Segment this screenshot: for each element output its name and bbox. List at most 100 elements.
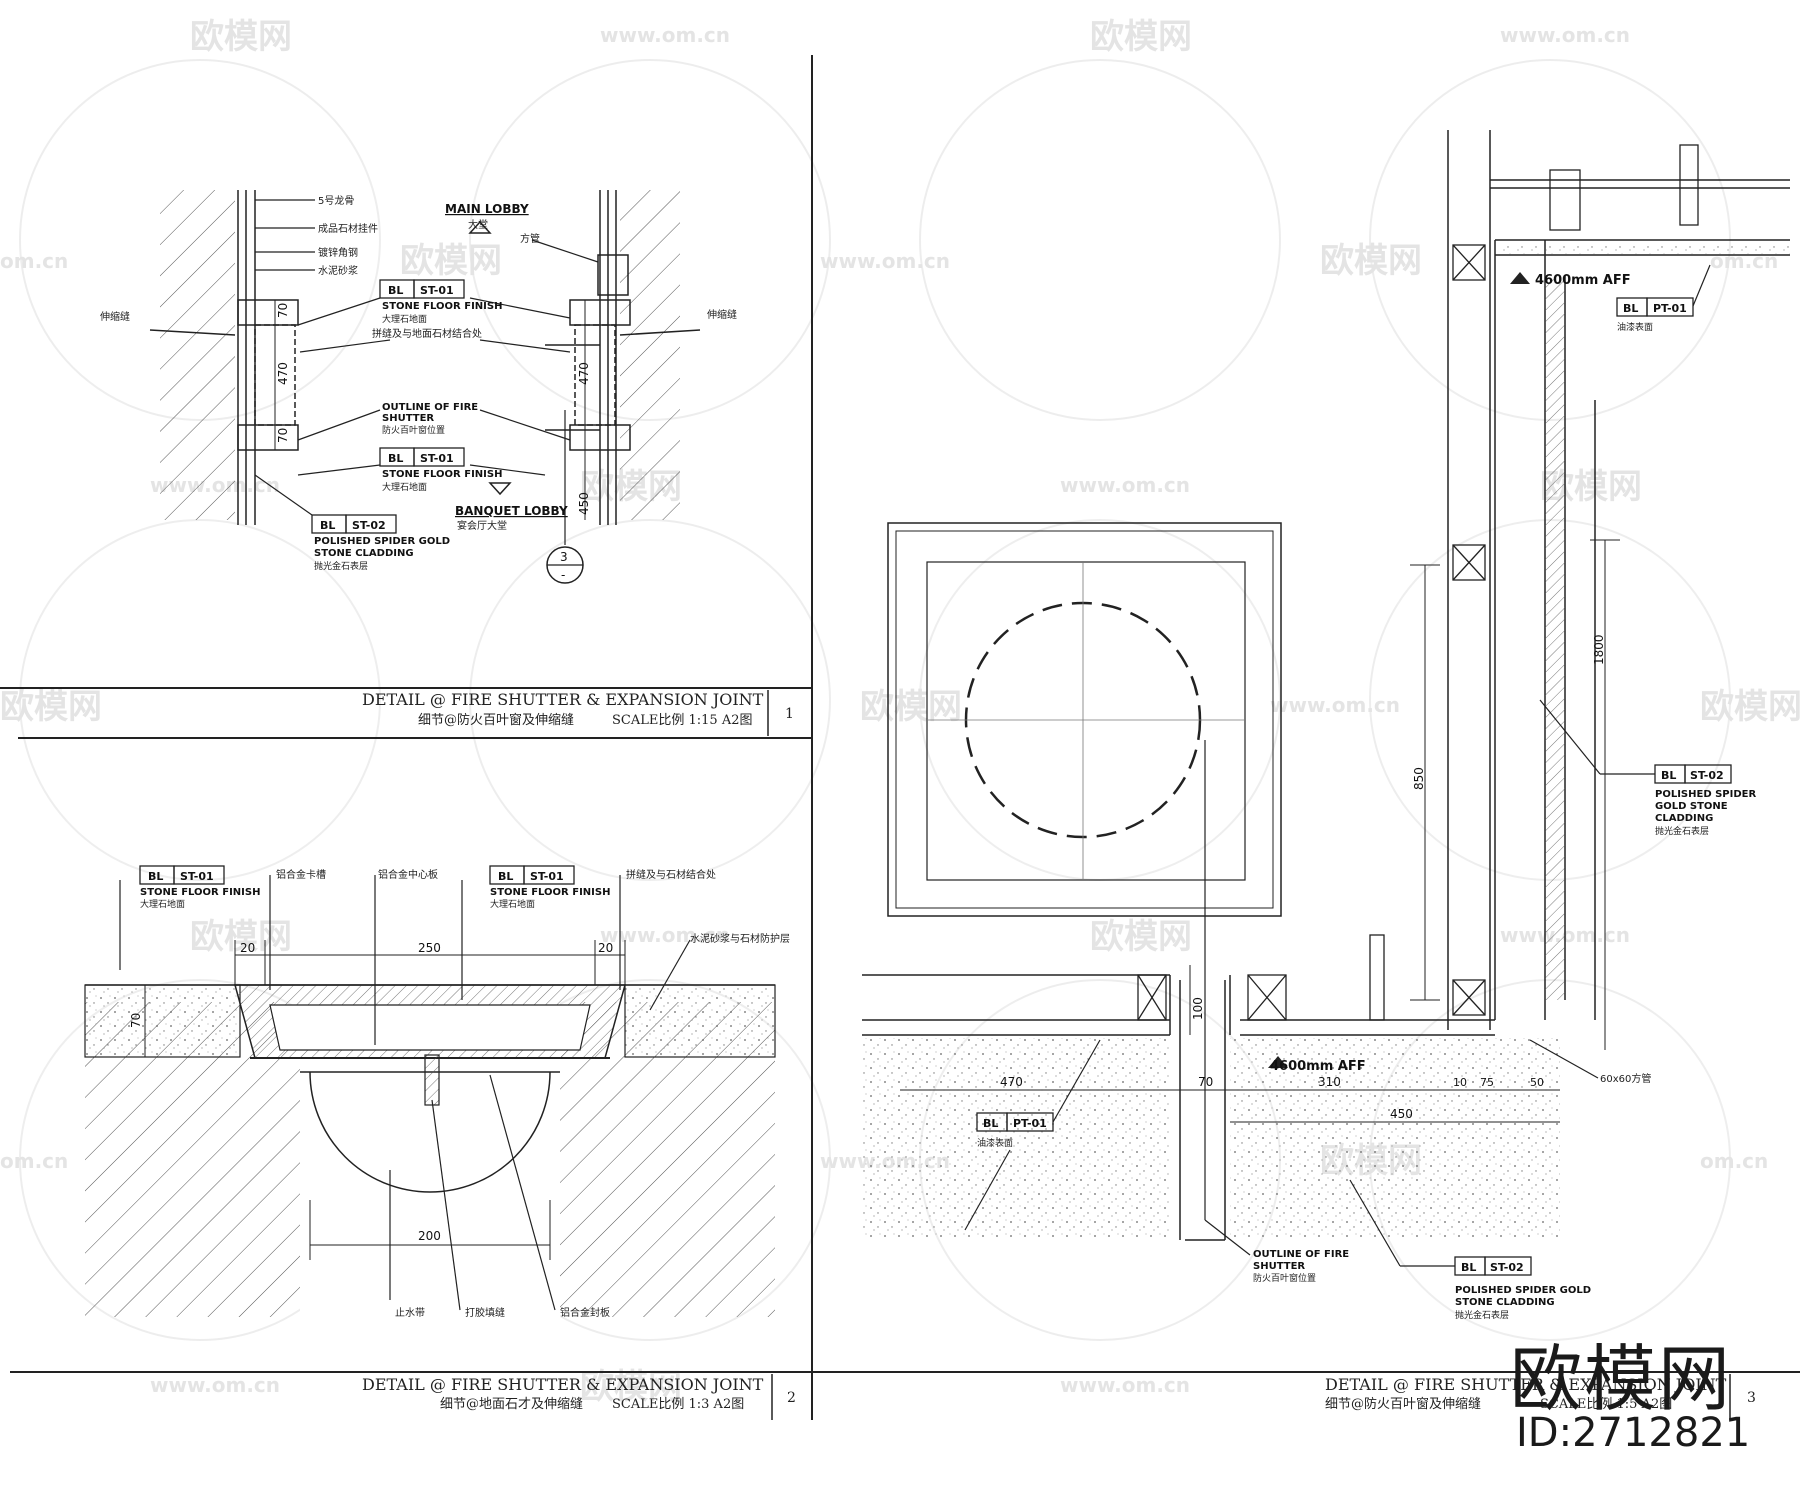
- outline-label: OUTLINE OF FIRE: [1253, 1249, 1349, 1260]
- screed-left: [84, 984, 241, 1058]
- detail-title-en: DETAIL @ FIRE SHUTTER & EXPANSION JOINT: [1325, 1375, 1727, 1394]
- tag-prefix: BL: [1623, 302, 1638, 315]
- leader: [1349, 1179, 1401, 1267]
- leader: [1692, 264, 1711, 307]
- tag-label: STONE CLADDING: [1455, 1297, 1555, 1308]
- note-left: 成品石材挂件: [318, 222, 378, 235]
- detail-title-cn: 细节@防火百叶窗及伸缩缝: [418, 712, 574, 728]
- outline-label: SHUTTER: [382, 413, 434, 424]
- tag-box: [1684, 764, 1732, 784]
- tag-label-cn: 大理石地面: [382, 313, 427, 325]
- watermark-url: www.om.cn: [1500, 23, 1630, 47]
- detail-scale: SCALE比例 1:15 A2图: [612, 713, 752, 728]
- watermark-url: www.om.cn: [150, 1373, 280, 1397]
- tag-label: POLISHED SPIDER: [1655, 789, 1756, 800]
- watermark-brand: 欧模网: [580, 1367, 682, 1407]
- watermark-url: www.om.cn: [1060, 1373, 1190, 1397]
- note-top: 水泥砂浆与石材防护层: [690, 932, 790, 945]
- dim-text: 310: [1318, 1075, 1341, 1089]
- tag-box: [523, 865, 575, 885]
- watermark-url: www.om.cn: [820, 249, 950, 273]
- dim-text: 100: [1191, 997, 1205, 1020]
- detail-number: 1: [785, 706, 794, 722]
- detail1-dimension-lines: [274, 300, 586, 520]
- dim-text: 70: [276, 428, 290, 443]
- watermark-url-short: om.cn: [0, 1149, 68, 1173]
- tag-prefix: BL: [498, 870, 513, 883]
- note-left: 5号龙骨: [318, 194, 354, 207]
- note-left: 水泥砂浆: [318, 264, 358, 277]
- detail-scale: SCALE比例 1:5 A2图: [1540, 1397, 1672, 1412]
- slab-right: [1230, 1038, 1560, 1238]
- note-top: 铝合金卡槽: [276, 868, 326, 881]
- title-block-2: DETAIL @ FIRE SHUTTER & EXPANSION JOINT …: [362, 1374, 796, 1420]
- shutter-drum-box: [926, 561, 1246, 881]
- detail2-dimension-lines: [144, 940, 626, 1260]
- tag-label-cn: 大理石地面: [140, 898, 185, 910]
- tag-code: PT-01: [1013, 1117, 1047, 1130]
- dim-text: 850: [1412, 767, 1426, 790]
- tag-label-cn: 抛光金石表层: [1455, 1309, 1509, 1321]
- tag-code: ST-02: [1690, 769, 1724, 782]
- tag-code: PT-01: [1653, 302, 1687, 315]
- watermark-brand: 欧模网: [1700, 687, 1800, 727]
- tag-prefix: BL: [983, 1117, 998, 1130]
- tag-code: ST-01: [180, 870, 214, 883]
- dim-text: 20: [240, 941, 255, 955]
- detail3-floor: [862, 974, 1231, 1241]
- leader: [1539, 699, 1601, 775]
- watermark-brand: 欧模网: [860, 687, 962, 727]
- note-left: 镀锌角钢: [318, 246, 358, 259]
- watermark-url-short: om.cn: [1700, 1149, 1768, 1173]
- watermark-brand: 欧模网: [190, 917, 292, 957]
- watermark-brand: 欧模网: [1090, 17, 1192, 57]
- watermark-brand: 欧模网: [190, 17, 292, 57]
- tag-label: STONE FLOOR FINISH: [382, 301, 502, 312]
- tag-label: STONE CLADDING: [314, 548, 414, 559]
- shutter-housing-outer: [887, 522, 1282, 917]
- title-block-1: DETAIL @ FIRE SHUTTER & EXPANSION JOINT …: [362, 690, 794, 736]
- tag-box: [413, 447, 465, 467]
- leader: [1529, 1039, 1599, 1079]
- watermark-brand: 欧模网: [0, 687, 102, 727]
- tag-label: CLADDING: [1655, 813, 1713, 824]
- dim-text: 75: [1480, 1076, 1494, 1089]
- detail2-leaders: [119, 875, 691, 1311]
- tag-label-cn: 大理石地面: [490, 898, 535, 910]
- brand-id: ID:2712821: [1516, 1410, 1751, 1456]
- watermark-url: www.om.cn: [1060, 473, 1190, 497]
- watermark-url: www.om.cn: [600, 923, 730, 947]
- arrow-down-icon: [488, 482, 512, 496]
- detail-title-en: DETAIL @ FIRE SHUTTER & EXPANSION JOINT: [362, 690, 764, 709]
- detail-scale: SCALE比例 1:3 A2图: [612, 1397, 744, 1412]
- tag-prefix: BL: [1461, 1261, 1476, 1274]
- dim-text: 200: [418, 1229, 441, 1243]
- masonry-hatch-left: [160, 190, 235, 520]
- dim-text: 50: [1530, 1076, 1544, 1089]
- dim-text: 470: [577, 362, 591, 385]
- tag-box: [1646, 297, 1694, 317]
- dim-text: 20: [598, 941, 613, 955]
- arrow-up-icon: [468, 220, 492, 234]
- tag-prefix: BL: [320, 519, 335, 532]
- tag-code: ST-02: [1490, 1261, 1524, 1274]
- outline-label: OUTLINE OF FIRE: [382, 402, 478, 413]
- leader: [1052, 1039, 1101, 1123]
- ceiling-screed: [1500, 245, 1790, 255]
- watermark-url: www.om.cn: [600, 23, 730, 47]
- joint-cover-plate: [269, 1004, 591, 1051]
- level-marker-icon: [1510, 272, 1530, 284]
- tag-box: [345, 514, 397, 534]
- tag-box: [173, 865, 225, 885]
- tag-label: GOLD STONE: [1655, 801, 1728, 812]
- main-lobby-label-cn: 大堂: [468, 218, 488, 231]
- tag-prefix: BL: [148, 870, 163, 883]
- tag-code: ST-02: [352, 519, 386, 532]
- water-stop-semicircle: [309, 1071, 551, 1193]
- detail-number: 3: [1747, 1390, 1756, 1406]
- tag-code: ST-01: [420, 452, 454, 465]
- watermark-brand: 欧模网: [1320, 241, 1422, 281]
- dim-text: 70: [276, 303, 290, 318]
- title-block-3: DETAIL @ FIRE SHUTTER & EXPANSION JOINT …: [1325, 1374, 1756, 1420]
